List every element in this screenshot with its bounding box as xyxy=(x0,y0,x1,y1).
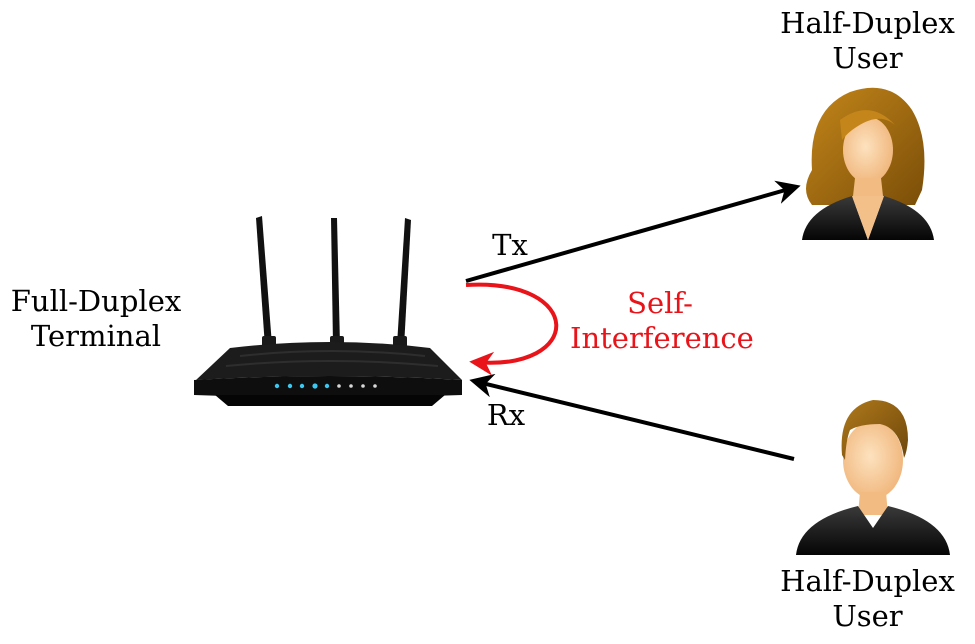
terminal-line-2: Terminal xyxy=(30,318,162,353)
rx-label: Rx xyxy=(486,398,526,432)
half-duplex-user-top-label: Half-Duplex User xyxy=(780,6,955,76)
tx-label: Tx xyxy=(492,228,528,262)
full-duplex-terminal-label: Full-Duplex Terminal xyxy=(0,284,192,354)
user-bottom-line-1: Half-Duplex xyxy=(780,564,955,598)
self-interference-arrow xyxy=(465,282,559,376)
self-interference-line-2: Interference xyxy=(570,320,754,355)
router-icon xyxy=(194,216,462,406)
half-duplex-user-bottom-label: Half-Duplex User xyxy=(780,564,955,634)
user-top-line-1: Half-Duplex xyxy=(780,6,955,40)
female-user-icon xyxy=(802,87,934,240)
rx-arrow xyxy=(469,373,795,461)
male-user-icon xyxy=(796,400,950,555)
tx-arrow xyxy=(465,180,801,283)
user-top-line-2: User xyxy=(832,40,903,75)
user-bottom-line-2: User xyxy=(832,598,903,633)
self-interference-label: Self- Interference xyxy=(570,286,754,356)
self-interference-line-1: Self- xyxy=(627,286,693,320)
terminal-line-1: Full-Duplex xyxy=(10,284,182,318)
